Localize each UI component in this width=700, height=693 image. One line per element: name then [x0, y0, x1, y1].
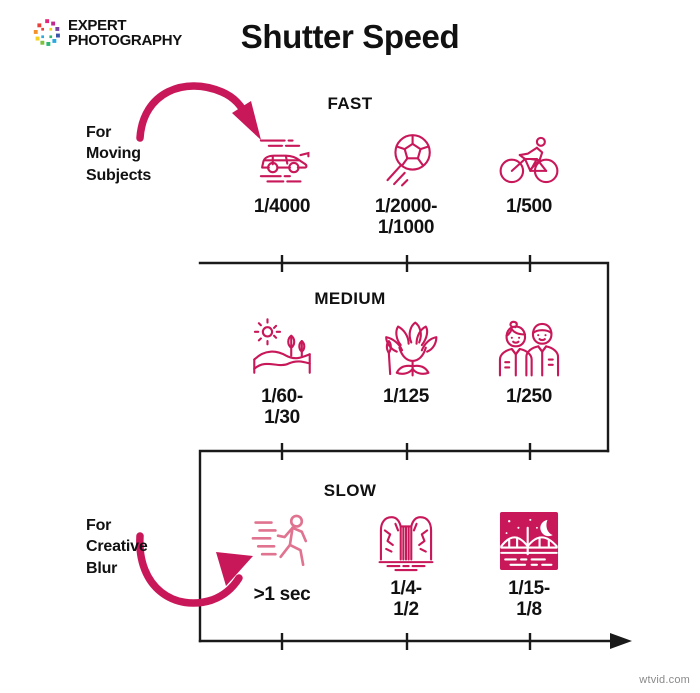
band-heading-fast: FAST [327, 94, 373, 113]
speed-cell-slow-3: 1/15- 1/8 [464, 508, 594, 621]
speed-cell-fast-1: 1/4000 [217, 126, 347, 217]
label-moving-line-2: Moving [86, 145, 141, 163]
speed-label-slow-3: 1/15- 1/8 [508, 578, 550, 621]
label-for-moving-subjects: For Moving Subjects [86, 122, 151, 186]
label-blur-line-3: Blur [86, 559, 118, 577]
speed-label-medium-2: 1/125 [382, 386, 430, 407]
soccer-ball-motion-icon [386, 134, 431, 187]
speed-cell-medium-2: 1/125 [341, 316, 471, 407]
band-heading-medium: MEDIUM [314, 289, 386, 308]
brand-logo: EXPERT PHOTOGRAPHY [32, 13, 182, 53]
label-moving-line-3: Subjects [86, 166, 152, 184]
label-blur-line-2: Creative [86, 538, 148, 556]
timeline-end-arrow-icon [610, 633, 632, 649]
speed-label-slow-2: 1/4- 1/2 [390, 578, 422, 621]
speed-cell-fast-2: 1/2000- 1/1000 [341, 126, 471, 239]
speed-label-medium-3: 1/250 [505, 386, 553, 407]
expert-photography-color-wheel-icon [33, 19, 60, 46]
watermark: wtvid.com [639, 674, 690, 686]
brand-line-2: PHOTOGRAPHY [68, 32, 182, 49]
speed-cell-slow-2: 1/4- 1/2 [341, 508, 471, 621]
brand-wordmark: EXPERT PHOTOGRAPHY [68, 18, 182, 48]
two-people-portrait-icon [498, 320, 560, 377]
speed-cell-medium-1: 1/60- 1/30 [217, 316, 347, 429]
label-blur-line-1: For [86, 517, 112, 534]
speed-label-fast-1: 1/4000 [253, 196, 311, 217]
speed-label-medium-1: 1/60- 1/30 [261, 386, 303, 429]
speed-label-fast-3: 1/500 [505, 196, 553, 217]
speeding-car-icon [259, 139, 310, 183]
cyclist-icon [499, 136, 559, 184]
speed-cell-fast-3: 1/500 [464, 126, 594, 217]
lotus-flower-icon [385, 321, 438, 377]
brand-line-1: EXPERT [68, 17, 127, 34]
running-person-motion-icon [251, 514, 308, 567]
speed-label-fast-2: 1/2000- 1/1000 [374, 196, 438, 239]
speed-cell-medium-3: 1/250 [464, 316, 594, 407]
label-moving-line-1: For [86, 124, 112, 141]
label-for-creative-blur: For Creative Blur [86, 515, 148, 579]
night-bridge-moon-icon [499, 511, 559, 571]
band-heading-slow: SLOW [323, 481, 377, 500]
landscape-sun-hills-icon [253, 318, 311, 374]
speed-cell-slow-1: >1 sec [217, 508, 347, 605]
waterfall-icon [378, 516, 434, 572]
speed-label-slow-1: >1 sec [253, 584, 311, 605]
page-title: Shutter Speed [240, 18, 460, 55]
